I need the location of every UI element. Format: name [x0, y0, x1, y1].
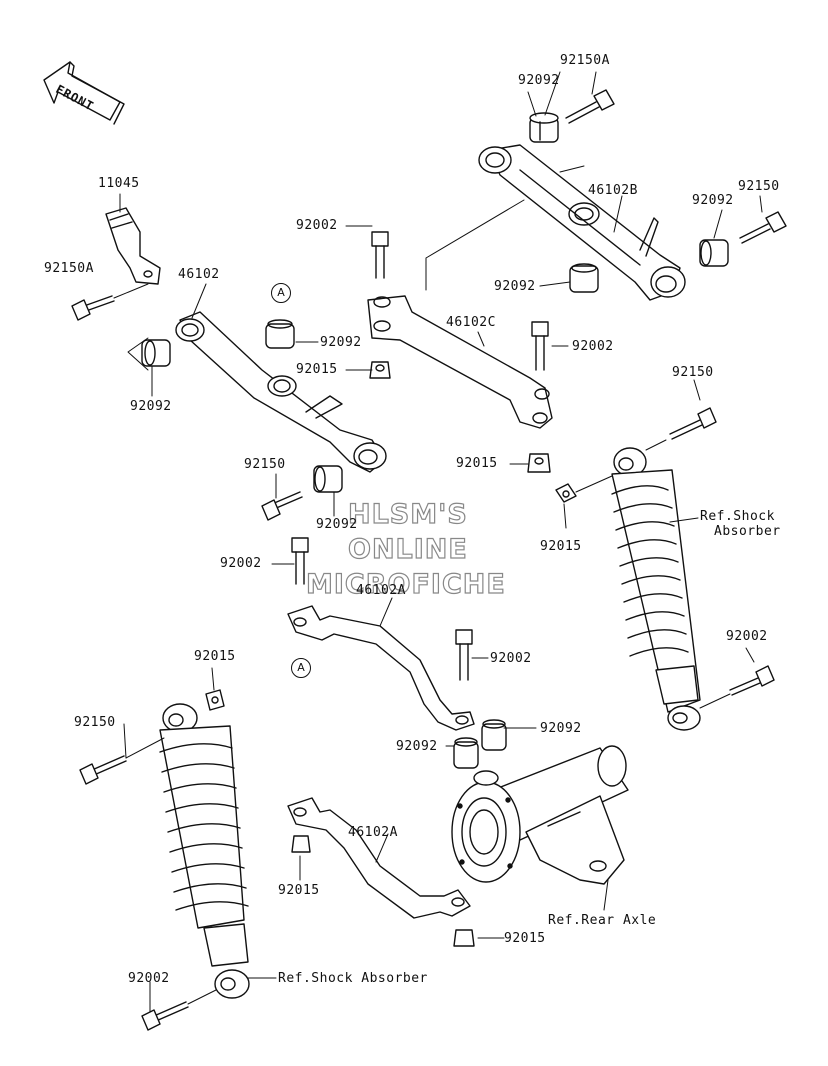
- part-label-92092-lower: 92092: [316, 517, 358, 532]
- bar-46102A-upper-drawing: [287, 605, 475, 731]
- shock-absorber-left-drawing: [159, 703, 250, 999]
- part-label-46102a-lower: 46102A: [348, 825, 398, 840]
- part-label-92150-right: 92150: [738, 179, 780, 194]
- nut-icon: [527, 453, 551, 473]
- ref-shock-absorber-lower: Ref.Shock Absorber: [278, 971, 428, 986]
- nut-icon: [555, 475, 613, 503]
- nut-icon: [369, 361, 391, 379]
- part-label-92150a-left: 92150A: [44, 261, 94, 276]
- part-label-92150-left: 92150: [74, 715, 116, 730]
- bushing-icon: [265, 319, 295, 349]
- bolt-icon: [261, 491, 303, 521]
- part-label-92150-mid: 92150: [244, 457, 286, 472]
- part-label-92015-axle: 92015: [504, 931, 546, 946]
- arm-46102B-drawing: [478, 144, 686, 301]
- bushing-icon: [313, 465, 343, 493]
- part-label-92092-axle-1: 92092: [540, 721, 582, 736]
- shock-absorber-right-drawing: [611, 447, 701, 731]
- part-label-92092-top: 92092: [518, 73, 560, 88]
- part-label-92015-a: 92015: [296, 362, 338, 377]
- part-label-92015-lower: 92015: [278, 883, 320, 898]
- bolt-icon: [71, 283, 149, 321]
- bracket-11045-drawing: [105, 207, 161, 285]
- bushing-icon: [141, 339, 171, 367]
- part-label-92092-a: 92092: [320, 335, 362, 350]
- part-label-92150a-top: 92150A: [560, 53, 610, 68]
- part-label-92015-c: 92015: [456, 456, 498, 471]
- bushing-icon: [699, 239, 729, 267]
- part-label-92002-mid: 92002: [220, 556, 262, 571]
- watermark-line-1: HLSM'S: [347, 499, 468, 530]
- part-label-92015-shock-right: 92015: [540, 539, 582, 554]
- watermark-line-2: ONLINE: [347, 534, 468, 565]
- bolt-icon: [565, 89, 615, 124]
- part-label-92002-c: 92002: [572, 339, 614, 354]
- nut-icon: [453, 929, 475, 947]
- nut-icon: [291, 835, 311, 853]
- part-label-92002-upper: 92002: [296, 218, 338, 233]
- part-label-11045: 11045: [98, 176, 140, 191]
- bolt-icon: [455, 629, 473, 681]
- part-label-92150-shock-right: 92150: [672, 365, 714, 380]
- ref-shock-absorber-right-line-1: Ref.Shock: [700, 509, 775, 524]
- bushing-icon: [453, 737, 479, 769]
- bushing-icon: [569, 263, 599, 293]
- part-label-92002-bottom: 92002: [128, 971, 170, 986]
- callout-a-lower: A: [291, 658, 311, 678]
- front-arrow-icon: [43, 61, 125, 125]
- part-label-92002-a2: 92002: [490, 651, 532, 666]
- bolt-icon: [739, 211, 787, 244]
- bolt-icon: [291, 537, 309, 585]
- bolt-icon: [79, 737, 165, 785]
- nut-icon: [205, 689, 225, 711]
- bolt-icon: [141, 989, 217, 1031]
- bolt-icon: [531, 321, 549, 371]
- part-label-92015-left: 92015: [194, 649, 236, 664]
- callout-a-upper: A: [271, 283, 291, 303]
- rear-axle-drawing: [451, 745, 629, 885]
- part-label-92092-left: 92092: [130, 399, 172, 414]
- bolt-icon: [699, 665, 775, 709]
- arm-46102-drawing: [175, 311, 387, 473]
- part-label-92002-shock-right: 92002: [726, 629, 768, 644]
- ref-rear-axle: Ref.Rear Axle: [548, 913, 657, 928]
- bar-46102A-lower-drawing: [287, 797, 471, 919]
- part-label-92092-right: 92092: [692, 193, 734, 208]
- link-46102C-drawing: [367, 295, 553, 429]
- part-label-92092-mid: 92092: [494, 279, 536, 294]
- part-label-46102: 46102: [178, 267, 220, 282]
- leader-lines: [119, 71, 763, 1013]
- bushing-icon: [481, 719, 507, 751]
- ref-shock-absorber-right-line-2: Absorber: [714, 524, 781, 539]
- watermark-line-3: MICROFICHE: [305, 569, 506, 600]
- part-label-46102c: 46102C: [446, 315, 496, 330]
- bolt-icon: [645, 407, 717, 451]
- part-label-46102b: 46102B: [588, 183, 638, 198]
- part-label-46102a-upper: 46102A: [356, 583, 406, 598]
- bushing-icon: [529, 112, 559, 143]
- bolt-icon: [371, 231, 389, 279]
- part-label-92092-axle-2: 92092: [396, 739, 438, 754]
